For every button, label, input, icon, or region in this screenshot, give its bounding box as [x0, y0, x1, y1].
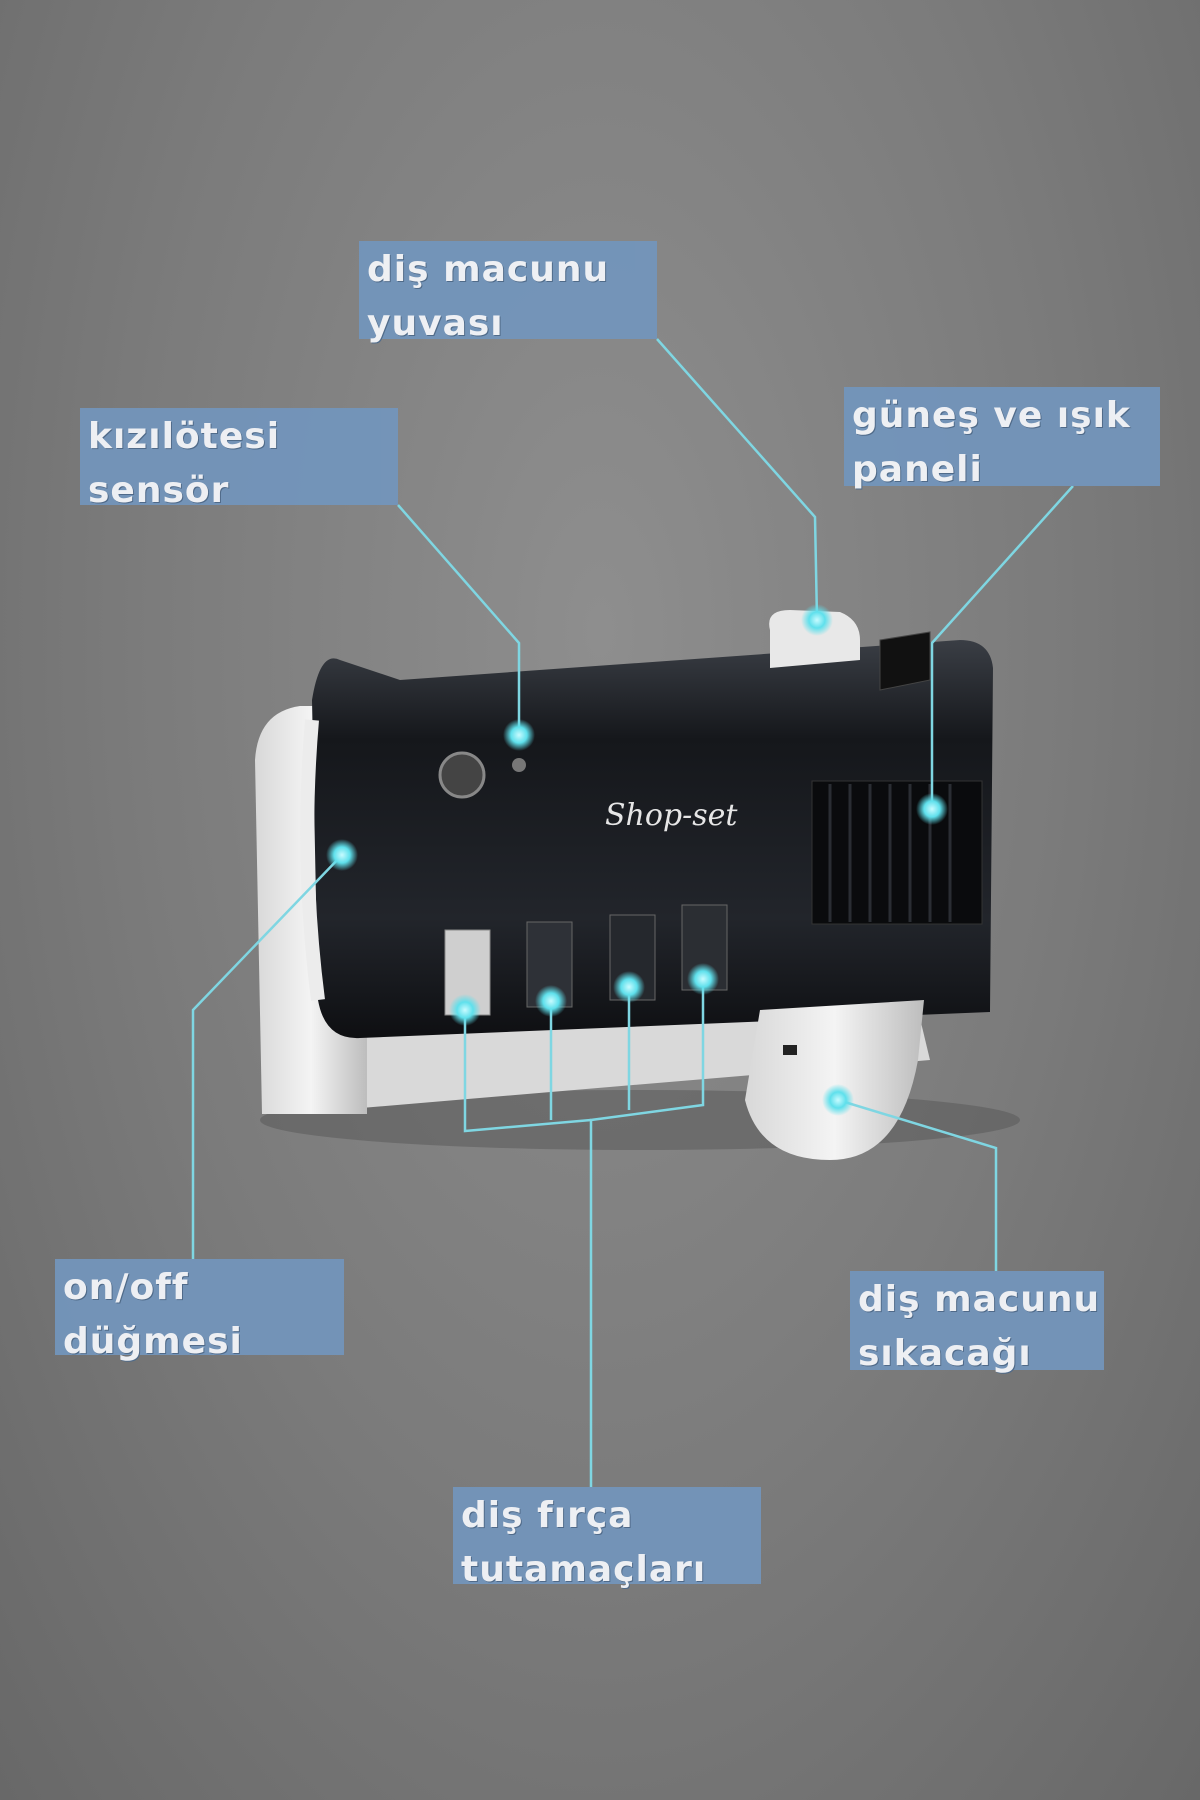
label-ir-sensor: kızılötesi sensör	[80, 408, 398, 511]
toothpaste-squeezer	[745, 1000, 924, 1160]
solar-panel	[811, 780, 983, 925]
label-text: diş macunu	[367, 249, 610, 290]
marker-dots	[326, 604, 948, 1116]
paste-slot	[769, 610, 860, 668]
leader-lines	[191, 338, 1074, 1487]
label-text: tutamaçları	[461, 1549, 707, 1590]
label-text: güneş ve ışık	[852, 395, 1131, 436]
ir-sensor	[438, 751, 486, 799]
label-text: sıkacağı	[858, 1333, 1032, 1374]
label-text: kızılötesi	[88, 416, 281, 457]
label-solar-panel: güneş ve ışık paneli	[844, 387, 1160, 490]
label-text: diş fırça	[461, 1495, 634, 1536]
label-text: diş macunu	[858, 1279, 1101, 1320]
label-squeezer: diş macunu sıkacağı	[850, 1271, 1104, 1374]
label-text: on/off	[63, 1267, 189, 1308]
brand-logo: Shop-set	[605, 798, 738, 833]
indicator-light	[512, 758, 526, 772]
label-text: yuvası	[367, 303, 504, 344]
label-power-button: on/off düğmesi	[55, 1259, 344, 1362]
label-text: paneli	[852, 449, 983, 490]
label-text: sensör	[88, 470, 230, 511]
label-text: düğmesi	[63, 1321, 243, 1362]
label-paste-slot: diş macunu yuvası	[359, 241, 657, 344]
label-brush-holders: diş fırça tutamaçları	[453, 1487, 761, 1590]
